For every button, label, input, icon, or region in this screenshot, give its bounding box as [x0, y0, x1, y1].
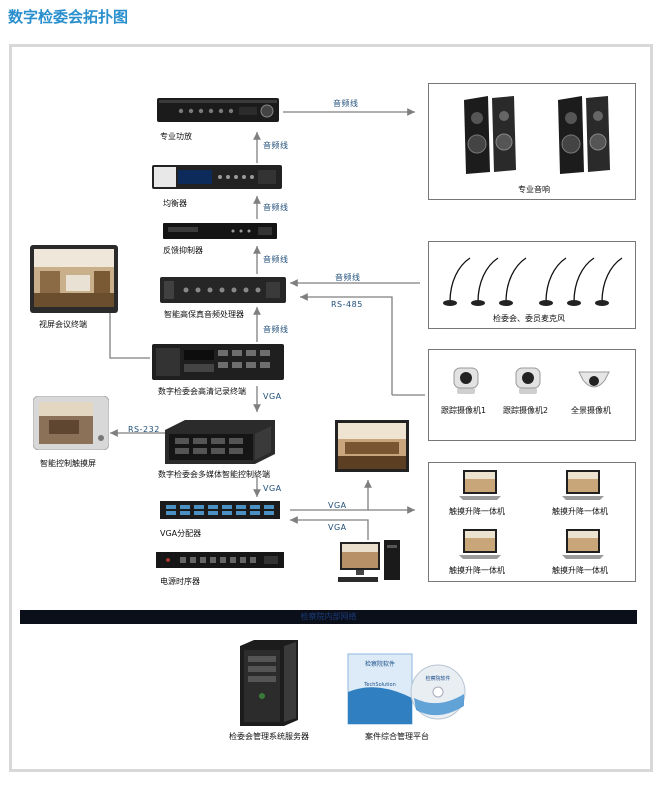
software-disc-label: 检察院软件 [425, 675, 450, 682]
signal-audio-speakers: 音频线 [333, 99, 359, 108]
microphones-device [443, 257, 623, 306]
signal-audio-mic: 音频线 [335, 273, 361, 282]
microphone-group-box [428, 241, 636, 329]
signal-rs485: RS-485 [331, 300, 363, 309]
equalizer-label: 均衡器 [163, 199, 187, 208]
network-bar-label: 检察院内部网络 [300, 612, 357, 621]
recorder-label: 数字检委会高清记录终端 [158, 387, 246, 396]
controller-device [165, 420, 275, 464]
panorama-camera-device [578, 371, 610, 388]
equalizer-device [152, 165, 282, 189]
panorama-camera-label: 全景摄像机 [571, 406, 611, 415]
audio-processor-device [160, 277, 286, 303]
lift-terminal-tl-label: 触摸升降一体机 [449, 507, 505, 516]
server-device [240, 640, 298, 726]
speakers-device [464, 96, 610, 174]
recorder-device [152, 344, 284, 380]
lift-terminal-group-box [428, 462, 636, 582]
arrow-pc-to-splitter [290, 516, 369, 540]
video-terminal-device [30, 245, 118, 313]
signal-audio-proc: 音频线 [263, 325, 289, 334]
touch-panel-label: 智能控制触摸屏 [40, 459, 96, 468]
video-terminal-label: 视屏会议终端 [39, 320, 87, 329]
line-cameras-rs485 [300, 293, 393, 395]
vga-splitter-label: VGA分配器 [160, 529, 202, 538]
tracking-camera-2-label: 跟踪摄像机2 [503, 406, 549, 415]
software-box-title: 检察院软件 [365, 660, 395, 668]
network-bar: 检察院内部网络 [20, 610, 637, 624]
touch-panel-device [33, 396, 109, 450]
feedback-suppressor-device [163, 223, 277, 239]
power-sequencer-label: 电源时序器 [160, 577, 200, 586]
lift-terminal-tl-device [459, 470, 501, 500]
signal-audio-eq: 音频线 [263, 203, 289, 212]
power-sequencer-device [156, 552, 284, 568]
signal-audio-amp: 音频线 [263, 141, 289, 150]
amplifier-device [157, 98, 279, 122]
lift-terminal-br-device [562, 529, 604, 559]
software-box-brand: TechSolution [363, 682, 396, 688]
amplifier-label: 专业功放 [160, 132, 192, 141]
microphones-label: 检委会、委员麦克风 [493, 314, 565, 323]
audio-processor-label: 智能高保真音频处理器 [164, 310, 244, 319]
lift-terminal-br-label: 触摸升降一体机 [552, 566, 608, 575]
software-box-device: 检察院软件 TechSolution 检察院软件 [347, 653, 466, 725]
page-title: 数字检委会拓扑图 [8, 8, 129, 26]
tracking-camera-2-device [515, 367, 541, 394]
signal-rs232: RS-232 [128, 425, 160, 434]
feedback-suppressor-label: 反馈抑制器 [163, 246, 203, 255]
signal-vga-recorder: VGA [263, 392, 282, 401]
signal-vga-controller: VGA [263, 484, 282, 493]
lift-terminal-bl-label: 触摸升降一体机 [449, 566, 505, 575]
server-label: 检委会管理系统服务器 [229, 732, 309, 741]
signal-vga-in: VGA [328, 523, 347, 532]
lift-terminal-tr-label: 触摸升降一体机 [552, 507, 608, 516]
desktop-pc-device [338, 540, 400, 582]
diagram-frame [9, 44, 653, 772]
camera-group-box [428, 349, 636, 441]
signal-vga-out: VGA [328, 501, 347, 510]
vga-splitter-device [160, 501, 280, 519]
lift-terminal-bl-device [459, 529, 501, 559]
arrow-rec-to-video-terminal [106, 304, 150, 359]
lift-terminal-tr-device [562, 470, 604, 500]
speakers-label: 专业音响 [518, 185, 550, 194]
controller-label: 数字检委会多媒体智能控制终端 [158, 470, 270, 479]
display-monitor-device [335, 420, 409, 472]
platform-label: 案件综合管理平台 [365, 732, 429, 741]
tracking-camera-1-label: 跟踪摄像机1 [441, 406, 487, 415]
tracking-camera-1-device [453, 367, 479, 394]
signal-audio-fb: 音频线 [263, 255, 289, 264]
